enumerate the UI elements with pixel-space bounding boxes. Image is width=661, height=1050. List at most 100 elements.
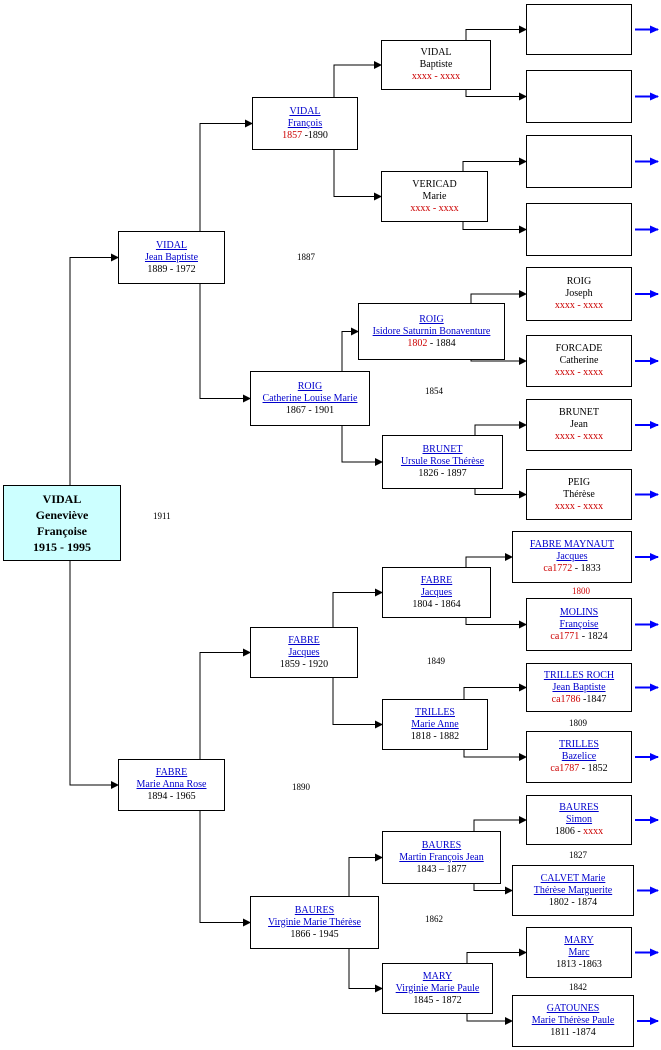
- life-dates: 1843 – 1877: [417, 864, 467, 876]
- given-names[interactable]: Jacques: [420, 586, 453, 598]
- connector-to-mother: [462, 222, 527, 234]
- given-names[interactable]: Isidore Saturnin Bonaventure: [372, 325, 491, 337]
- surname[interactable]: MARY: [564, 934, 594, 946]
- given-names[interactable]: François: [287, 117, 323, 129]
- given-names[interactable]: Simon: [565, 814, 593, 825]
- life-dates: ca1772 - 1833: [543, 563, 600, 575]
- date-part: 1804 - 1864: [412, 598, 461, 610]
- given-names[interactable]: Marie Anna Rose: [136, 779, 207, 790]
- date-part: ca1772: [543, 563, 573, 574]
- surname[interactable]: BAURES: [421, 839, 462, 851]
- given-names: Joseph: [565, 288, 593, 299]
- given-names[interactable]: Martin François Jean: [399, 851, 484, 863]
- connector-to-father: [333, 61, 382, 97]
- given-names[interactable]: Bazelice: [561, 751, 597, 762]
- date-part: - 1833: [572, 563, 601, 574]
- life-dates: 1818 - 1882: [411, 731, 459, 743]
- given-names[interactable]: Jacques: [288, 646, 320, 658]
- connector-to-father: [69, 253, 119, 485]
- life-dates: 1867 - 1901: [286, 405, 334, 417]
- given-names[interactable]: Françoise: [559, 618, 599, 630]
- surname[interactable]: TRILLES: [415, 706, 455, 718]
- person-box-unknown-p16: [526, 4, 632, 55]
- surname[interactable]: FABRE MAYNAUT: [529, 539, 615, 550]
- surname[interactable]: VIDAL: [155, 239, 188, 251]
- given-names[interactable]: Virginie Marie Thérèse: [268, 916, 361, 928]
- surname: VIDAL: [42, 492, 82, 506]
- given-names[interactable]: Jacques: [556, 551, 588, 562]
- connector-to-father: [474, 421, 527, 435]
- surname[interactable]: TRILLES: [559, 739, 599, 750]
- life-dates: 1802 - 1874: [549, 897, 597, 909]
- surname[interactable]: VIDAL: [289, 105, 321, 117]
- connector-to-mother: [341, 426, 383, 466]
- connector-to-mother: [463, 750, 527, 761]
- connector-to-mother: [199, 284, 251, 403]
- surname[interactable]: MARY: [422, 970, 453, 982]
- marriage-year: 1849: [427, 656, 445, 666]
- date-part: - 1852: [579, 763, 608, 774]
- surname[interactable]: CALVET Marie: [540, 872, 606, 884]
- date-part: 1894 - 1965: [147, 791, 196, 802]
- surname[interactable]: FABRE: [288, 634, 320, 646]
- given-names[interactable]: Catherine Louise Marie: [262, 392, 358, 404]
- given-names[interactable]: Marie Anne: [411, 718, 459, 730]
- surname[interactable]: GATOUNES: [546, 1003, 600, 1014]
- given-names[interactable]: Ursule Rose Thérèse: [400, 456, 485, 467]
- surname[interactable]: BRUNET: [422, 444, 463, 455]
- life-dates: ca1771 - 1824: [550, 631, 607, 643]
- given-names[interactable]: Virginie Marie Paule: [395, 982, 480, 994]
- surname[interactable]: ROIG: [419, 313, 444, 325]
- person-box-unknown-p17: [526, 70, 632, 123]
- connector-to-father: [470, 290, 527, 303]
- surname[interactable]: MOLINS: [559, 606, 599, 618]
- date-part: 1811 -1874: [550, 1027, 596, 1038]
- given-names[interactable]: Jean Baptiste: [552, 681, 606, 693]
- connector-to-father: [473, 816, 527, 831]
- given-names[interactable]: Marie Thérèse Paule: [531, 1015, 615, 1026]
- given-names[interactable]: Thérèse Marguerite: [533, 884, 613, 896]
- surname[interactable]: ROIG: [297, 380, 323, 392]
- given-names: Jean: [570, 419, 588, 430]
- surname: VERICAD: [412, 178, 457, 190]
- surname[interactable]: BAURES: [559, 802, 599, 813]
- surname[interactable]: BAURES: [294, 904, 335, 916]
- person-box-unknown-p18: [526, 135, 632, 188]
- date-part: 1889 - 1972: [147, 263, 196, 275]
- surname[interactable]: FABRE: [155, 767, 188, 778]
- life-dates: 1866 - 1945: [290, 929, 338, 941]
- given-names[interactable]: Marc: [568, 946, 590, 958]
- marriage-year: 1854: [425, 386, 443, 396]
- connector-to-father: [466, 948, 527, 963]
- surname[interactable]: TRILLES ROCH: [543, 669, 615, 681]
- date-part: 1859 - 1920: [279, 658, 329, 670]
- connector-to-mother: [348, 949, 383, 993]
- given-names[interactable]: Jean Baptiste: [144, 251, 199, 263]
- life-dates: 1806 - xxxx: [555, 826, 603, 838]
- marriage-year: 1842: [569, 982, 587, 992]
- life-dates: 1857 -1890: [282, 130, 328, 142]
- surname[interactable]: FABRE: [420, 574, 453, 586]
